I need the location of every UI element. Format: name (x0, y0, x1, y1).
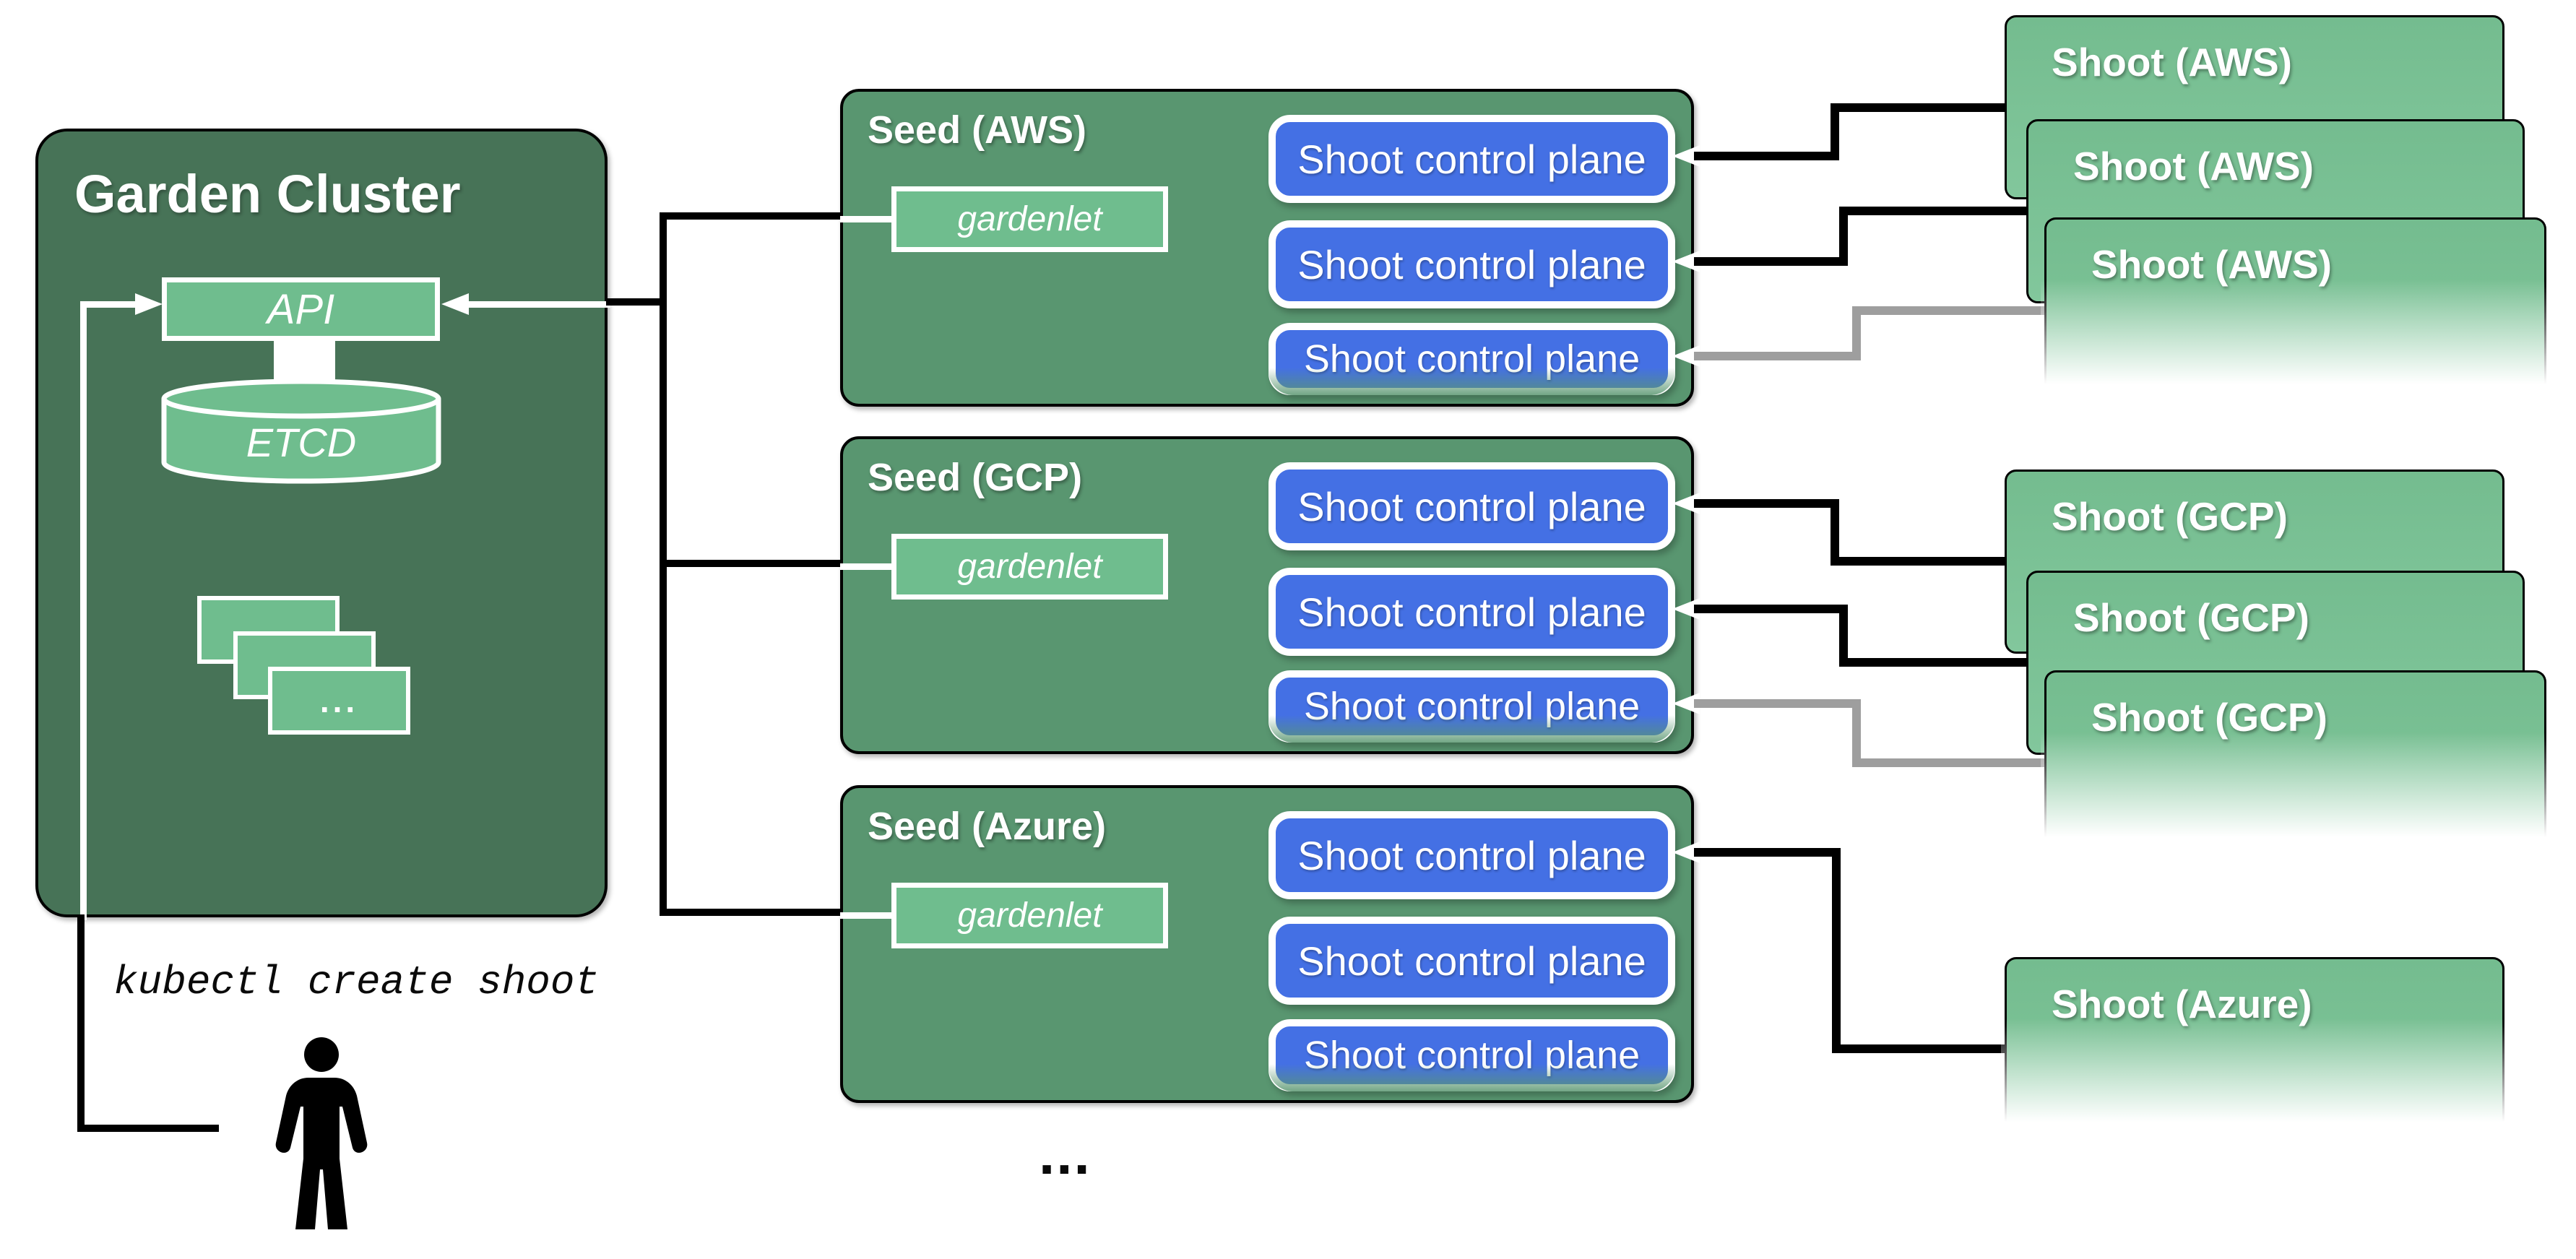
shoot-label: Shoot (GCP) (2052, 494, 2288, 539)
control-plane-label: Shoot control plane (1303, 1034, 1641, 1077)
seed-azure-box: Seed (Azure) gardenlet Shoot control pla… (840, 785, 1694, 1103)
user-line-horizontal (77, 1125, 219, 1132)
person-icon (275, 1037, 368, 1229)
branch-line-azure (660, 909, 843, 916)
gardenlet-label: gardenlet (957, 200, 1102, 238)
connector-gcp-1 (1831, 557, 2007, 566)
gardenlet-box: gardenlet (891, 883, 1168, 948)
seed-gcp-title: Seed (GCP) (868, 456, 1083, 499)
garden-cluster-box: Garden Cluster API ETCD ... (35, 129, 610, 920)
branch-line-gcp (660, 560, 843, 567)
shoot-control-plane: Shoot control plane (1268, 462, 1675, 550)
connector-aws-2 (1839, 207, 2029, 215)
api-label: API (267, 285, 335, 333)
shoot-control-plane-fading: Shoot control plane (1268, 323, 1675, 395)
connector-aws-1 (1831, 103, 2009, 112)
gardenlet-box: gardenlet (891, 534, 1168, 600)
connector-aws-1 (1831, 103, 1839, 160)
control-plane-label: Shoot control plane (1297, 483, 1646, 529)
connector-azure-1 (1832, 848, 1841, 1053)
shoot-label: Shoot (Azure) (2052, 982, 2312, 1026)
connector-gcp-2 (1839, 658, 2029, 667)
connector-aws-3-pending (1852, 306, 1861, 360)
connector-gcp-2 (1839, 605, 1848, 667)
branch-line-aws (660, 212, 843, 220)
shoot-label: Shoot (GCP) (2091, 695, 2328, 740)
shoot-control-plane: Shoot control plane (1268, 568, 1675, 656)
control-plane-label: Shoot control plane (1297, 241, 1646, 287)
connector-aws-1 (1694, 152, 1839, 160)
shoot-label: Shoot (AWS) (2091, 242, 2332, 287)
seed-azure-title: Seed (Azure) (868, 805, 1107, 848)
control-plane-label: Shoot control plane (1303, 685, 1641, 728)
seed-gcp-box: Seed (GCP) gardenlet Shoot control plane… (840, 436, 1694, 754)
shoot-control-plane: Shoot control plane (1268, 811, 1675, 899)
shoot-control-plane-fading: Shoot control plane (1268, 670, 1675, 743)
arrowhead-into-api-right (441, 293, 469, 315)
connector-aws-2 (1839, 207, 1848, 266)
stack-ellipsis: ... (319, 682, 359, 719)
connector-gcp-3-pending (1852, 758, 2047, 767)
gardenlet-label: gardenlet (957, 548, 1102, 586)
shoot-label: Shoot (AWS) (2052, 40, 2292, 85)
gardenlet-feed-white (840, 216, 891, 222)
api-box: API (162, 277, 440, 341)
connector-azure-1 (1694, 848, 1841, 857)
shoot-control-plane: Shoot control plane (1268, 917, 1675, 1005)
control-plane-label: Shoot control plane (1297, 589, 1646, 635)
seed-aws-title: Seed (AWS) (868, 108, 1087, 152)
connector-aws-3-pending (1852, 306, 2047, 315)
api-white-line-right (467, 301, 610, 308)
kubectl-command: kubectl create shoot (113, 959, 600, 1005)
seed-aws-box: Seed (AWS) gardenlet Shoot control plane… (840, 89, 1694, 407)
shoot-control-plane-fading: Shoot control plane (1268, 1019, 1675, 1091)
garden-cluster-title: Garden Cluster (74, 164, 461, 224)
shoot-azure-1: Shoot (Azure) (2001, 953, 2508, 1145)
user-line-vertical (77, 914, 85, 1132)
shoot-aws-3-provisioning: Shoot (AWS) (2041, 214, 2550, 407)
etcd-cylinder: ETCD (160, 377, 443, 487)
etcd-cylinder-shape (161, 378, 441, 484)
arrowhead-into-api-left (135, 293, 163, 315)
shoot-control-plane: Shoot control plane (1268, 115, 1675, 203)
shoot-control-plane: Shoot control plane (1268, 220, 1675, 308)
api-feed-line (606, 298, 667, 306)
etcd-label: ETCD (246, 420, 357, 465)
shoot-gcp-3-provisioning: Shoot (GCP) (2041, 667, 2550, 860)
kubectl-white-line-vertical (80, 301, 87, 920)
control-plane-label: Shoot control plane (1297, 832, 1646, 878)
connector-azure-1 (1832, 1044, 2009, 1053)
resource-card-ellipsis: ... (268, 667, 410, 735)
connector-gcp-2 (1694, 605, 1848, 613)
more-seeds-ellipsis: ... (1039, 1122, 1092, 1186)
control-plane-label: Shoot control plane (1297, 136, 1646, 182)
connector-aws-3-pending (1694, 352, 1861, 360)
gardenlet-feed-white (840, 912, 891, 919)
gardenlet-feed-white (840, 563, 891, 570)
kubectl-white-line-horizontal (80, 301, 138, 308)
shoot-label: Shoot (GCP) (2073, 595, 2309, 640)
connector-aws-2 (1694, 257, 1848, 266)
connector-gcp-3-pending (1694, 699, 1861, 708)
connector-gcp-1 (1831, 499, 1839, 566)
gardenlet-box: gardenlet (891, 186, 1168, 252)
control-plane-label: Shoot control plane (1303, 337, 1641, 381)
connector-gcp-3-pending (1852, 699, 1861, 767)
control-plane-label: Shoot control plane (1297, 938, 1646, 984)
connector-gcp-1 (1694, 499, 1839, 508)
gardenlet-label: gardenlet (957, 896, 1102, 935)
shoot-label: Shoot (AWS) (2073, 144, 2314, 189)
